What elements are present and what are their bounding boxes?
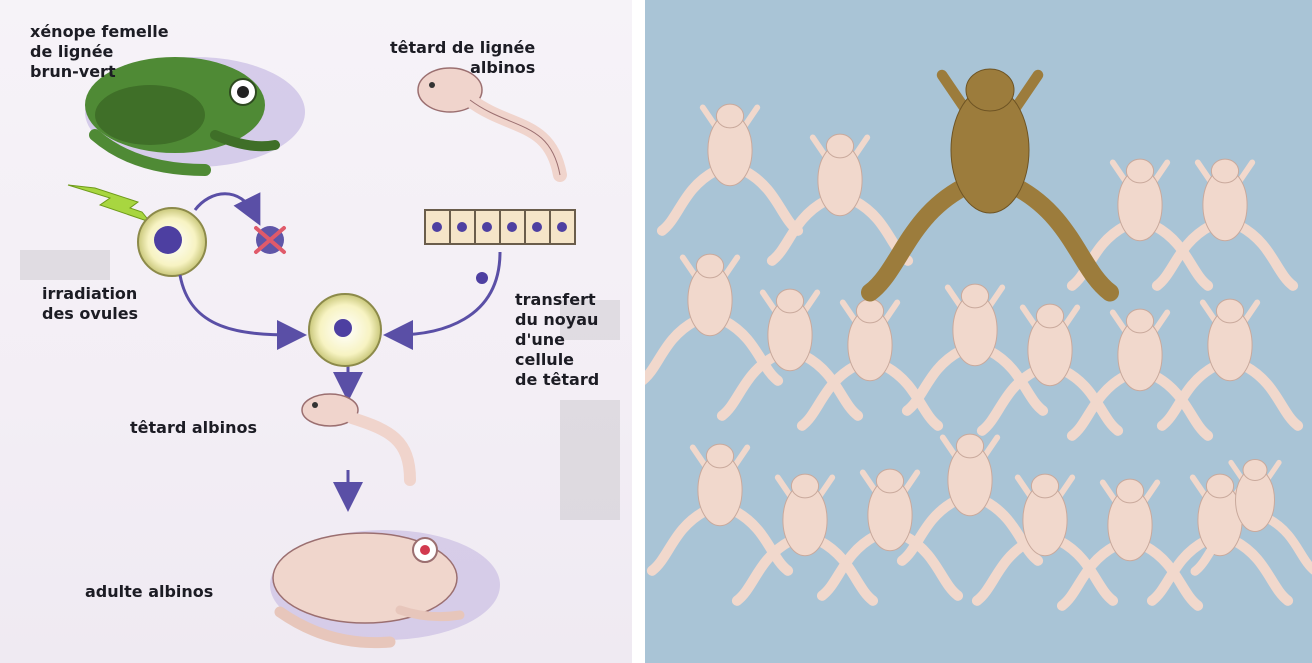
female-frog-label: xénope femelle de lignée brun-vert bbox=[30, 22, 169, 82]
cloning-diagram: xénope femelle de lignée brun-vert têtar… bbox=[0, 0, 632, 663]
source-tadpole-illustration bbox=[418, 68, 560, 175]
irradiation-bolt-icon bbox=[68, 185, 150, 222]
destroyed-nucleus-icon bbox=[256, 226, 284, 254]
tadpole-source-label: têtard de lignée albinos bbox=[390, 38, 535, 78]
tadpole-cell-row bbox=[425, 210, 575, 284]
nuclear-transfer-egg bbox=[309, 294, 381, 366]
nuclear-transfer-label: transfert du noyau d'une cellule de têta… bbox=[515, 290, 599, 390]
irradiation-label: irradiation des ovules bbox=[42, 284, 138, 324]
result-adult-label: adulte albinos bbox=[85, 582, 213, 602]
frogs-photo-graphic bbox=[645, 0, 1312, 663]
albino-adult-frog-illustration bbox=[270, 530, 500, 643]
result-tadpole-illustration bbox=[302, 394, 410, 480]
cloned-frogs-photo bbox=[645, 0, 1312, 663]
result-tadpole-label: têtard albinos bbox=[130, 418, 257, 438]
oocyte-cell bbox=[138, 208, 206, 276]
